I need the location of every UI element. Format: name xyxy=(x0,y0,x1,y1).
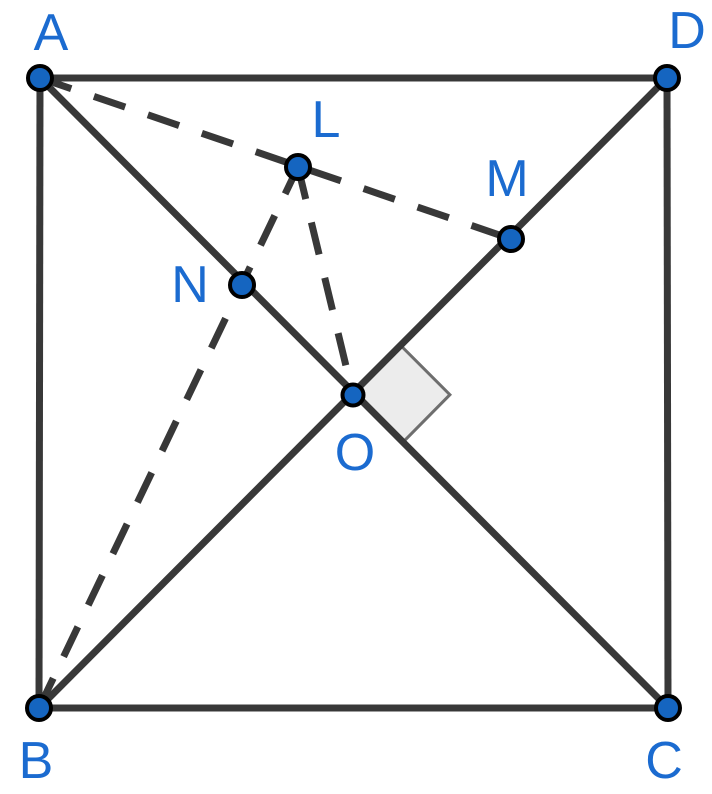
segment-a-b xyxy=(35,77,44,709)
points-group xyxy=(25,64,682,722)
point-a xyxy=(26,64,54,92)
dashed-segment-l-o xyxy=(294,166,357,396)
label-n: N xyxy=(171,256,209,314)
label-l: L xyxy=(312,91,341,149)
dashed-segments-group xyxy=(35,74,513,710)
point-n xyxy=(228,271,256,299)
label-d: D xyxy=(668,2,706,60)
label-o: O xyxy=(335,424,375,482)
point-l xyxy=(284,153,312,181)
dashed-segment-b-l xyxy=(35,165,302,710)
point-b xyxy=(25,694,53,722)
point-o xyxy=(340,382,366,408)
solid-segments-group xyxy=(35,74,672,712)
dashed-segment-a-m xyxy=(38,74,513,243)
label-m: M xyxy=(485,150,528,208)
segment-d-c xyxy=(663,77,672,709)
label-a: A xyxy=(34,4,69,62)
point-m xyxy=(497,225,525,253)
label-b: B xyxy=(19,732,54,790)
label-c: C xyxy=(645,732,683,790)
point-d xyxy=(653,64,681,92)
labels-group: A D B C L M N O xyxy=(19,2,706,790)
point-c xyxy=(654,694,682,722)
